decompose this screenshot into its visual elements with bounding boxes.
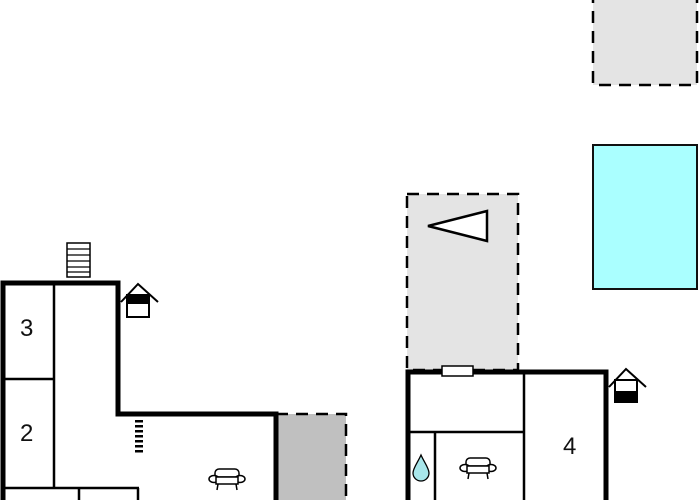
right-building: 4 [405,365,647,500]
room-label-3: 3 [20,315,33,342]
terrace-area-top-right [591,0,699,87]
window-icon [441,365,474,377]
entrance-house-icon-right [608,367,647,403]
entrance-house-icon-left [120,282,159,318]
stairs-icon-top [66,242,91,278]
terrace-area-middle [405,192,520,372]
room-label-2: 2 [20,420,33,447]
direction-triangle-icon [427,209,489,243]
sofa-icon-right [459,457,497,480]
water-drop-icon [412,453,430,482]
sofa-icon-left [208,468,246,491]
covered-area-grey [274,412,348,500]
stairs-icon-small [135,420,143,453]
left-building: 3 2 [0,242,279,500]
pool-area [592,144,698,290]
room-label-4: 4 [563,433,576,460]
